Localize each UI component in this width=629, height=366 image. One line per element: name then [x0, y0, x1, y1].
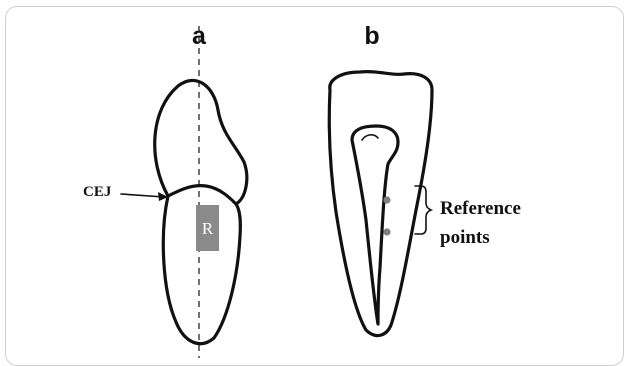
cej-curve	[168, 186, 236, 204]
reference-point-dot-lower	[383, 228, 390, 235]
reference-point-dot-upper	[383, 196, 390, 203]
pulp-canal-outline	[352, 126, 398, 324]
tooth-diagram: a R CEJ b Reference points	[0, 0, 629, 358]
panel-b-label: b	[364, 22, 379, 50]
canal-notch	[362, 135, 378, 140]
cej-label: CEJ	[83, 184, 112, 200]
tooth-b-outer-outline	[329, 72, 432, 336]
reference-label-line2: points	[440, 227, 490, 248]
reference-label-line1: Reference	[440, 198, 521, 219]
region-r-label: R	[202, 219, 214, 238]
cej-arrow-line	[121, 194, 164, 197]
